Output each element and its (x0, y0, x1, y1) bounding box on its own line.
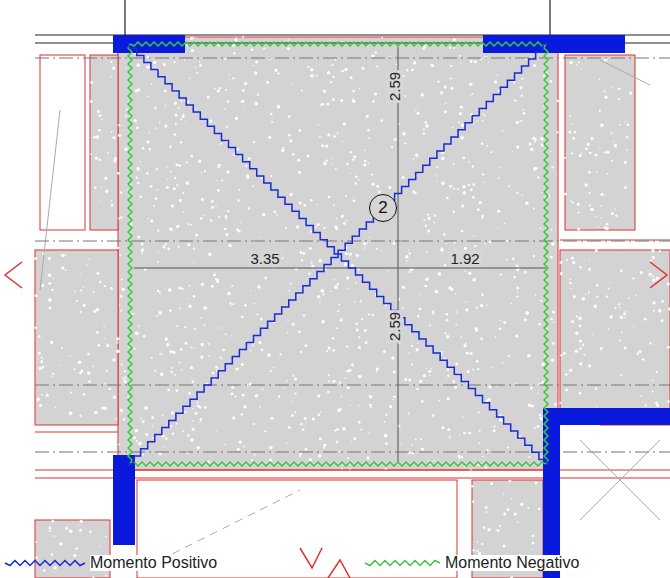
dimension-label: 2.59 (386, 310, 403, 343)
callout-number: 2 (378, 198, 387, 218)
callout-circle: 2 (369, 194, 397, 222)
moment-zigzag (130, 462, 546, 466)
moment-zigzag (128, 44, 132, 464)
moment-zigzag (130, 42, 546, 46)
moment-zigzag (128, 43, 548, 465)
moment-zigzag (5, 561, 85, 566)
legend-label: Momento Positivo (90, 555, 217, 571)
legend-label: Momento Negativo (445, 555, 579, 571)
dimension-label: 3.35 (248, 250, 281, 267)
dimension-label: 1.92 (448, 250, 481, 267)
moment-zigzag (365, 561, 440, 566)
moment-zigzag (544, 44, 548, 464)
moment-zigzag (128, 43, 548, 465)
dimension-label: 2.59 (386, 70, 403, 103)
